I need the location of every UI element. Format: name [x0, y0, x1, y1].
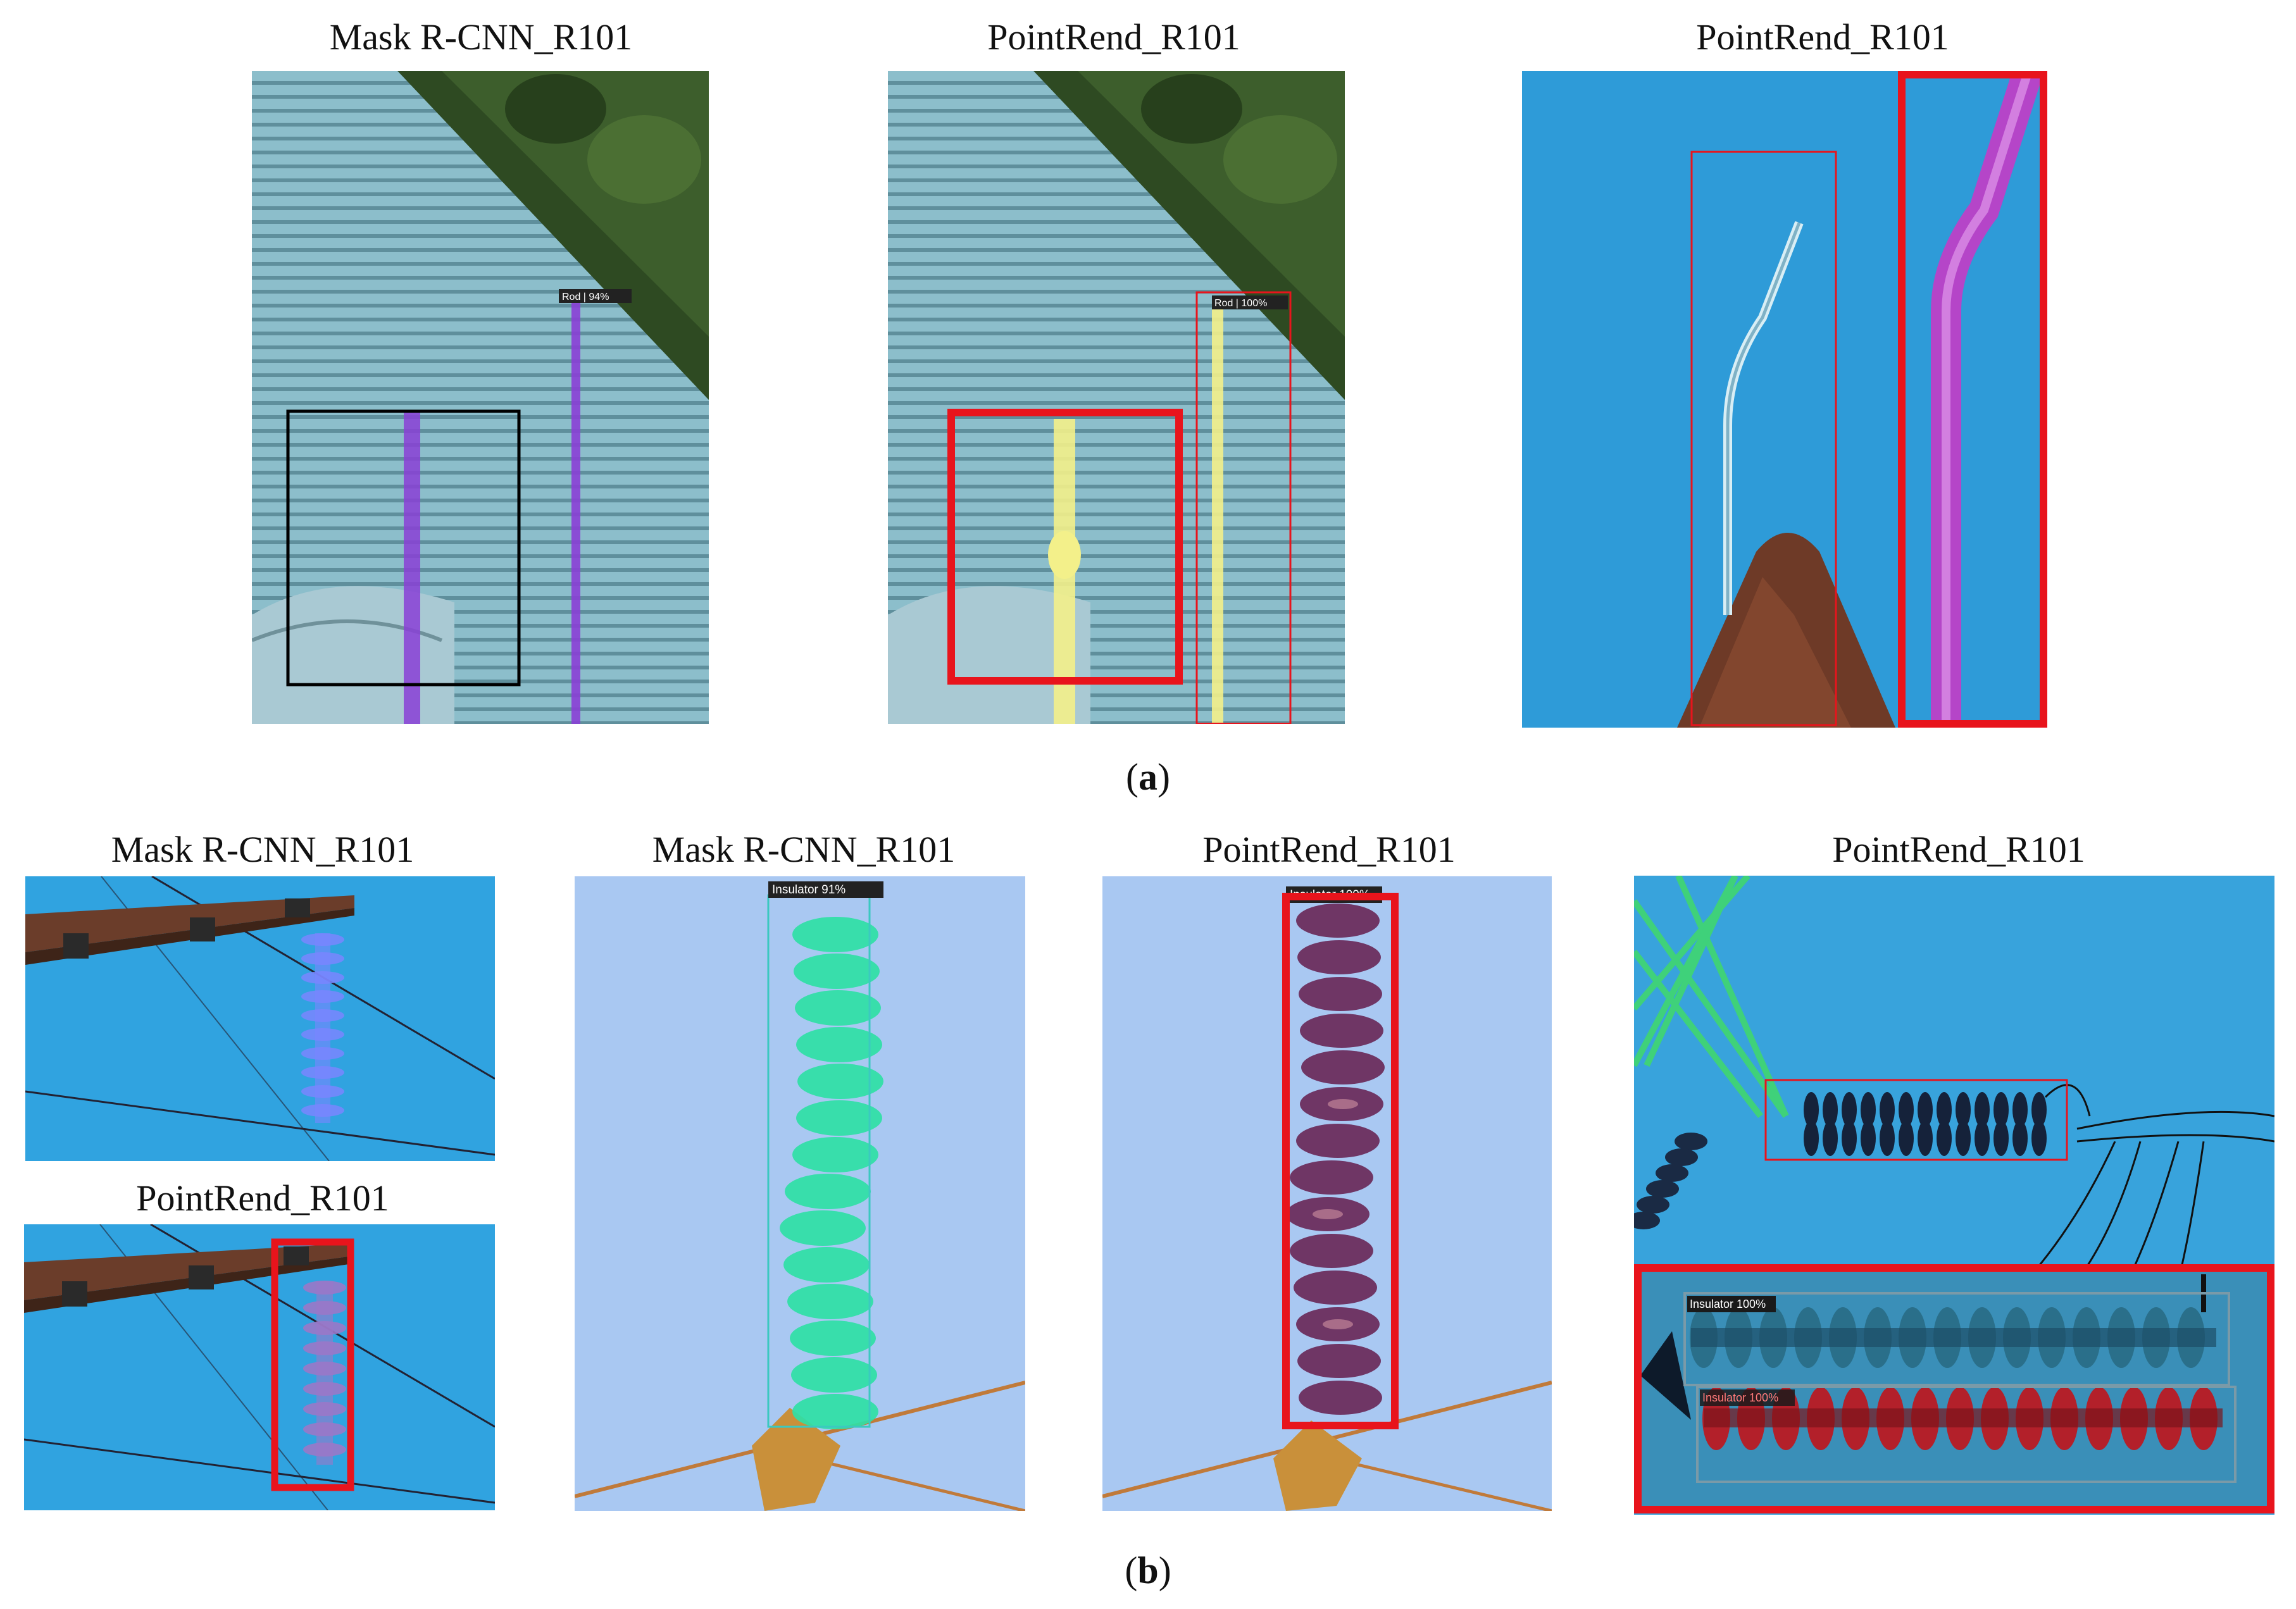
panel-b1-maskrcnn-insulator	[25, 876, 495, 1161]
panel-b5-pointrend-tower: Insulator 100% Insulator 100%	[1634, 876, 2274, 1515]
caption-b5: PointRend_R101	[1832, 829, 2085, 870]
detection-label: Rod | 94%	[562, 292, 609, 302]
subfigure-label-b: (b)	[1125, 1550, 1171, 1591]
subfigure-label-a: (a)	[1126, 756, 1170, 798]
caption-b2: PointRend_R101	[136, 1177, 389, 1219]
caption-a2: PointRend_R101	[987, 16, 1240, 58]
detection-label: Insulator 100%	[1690, 1298, 1766, 1310]
panel-a1-maskrcnn-rod: Rod | 94%	[252, 71, 709, 724]
detection-label: Insulator 100%	[1702, 1391, 1778, 1404]
panel-a3-pointrend-closeup	[1522, 71, 2047, 728]
caption-b4: PointRend_R101	[1202, 829, 1456, 870]
caption-a3: PointRend_R101	[1696, 16, 1949, 58]
panel-b4-pointrend-insulator-large: Insulator 100%	[1102, 876, 1552, 1511]
detection-label: Rod | 100%	[1214, 298, 1267, 309]
caption-b3: Mask R-CNN_R101	[652, 829, 956, 870]
panel-b2-pointrend-insulator	[24, 1224, 495, 1510]
panel-a2-pointrend-rod: Rod | 100%	[888, 71, 1345, 724]
panel-b3-maskrcnn-insulator-large: Insulator 91%	[575, 876, 1025, 1511]
caption-a1: Mask R-CNN_R101	[329, 16, 633, 58]
caption-b1: Mask R-CNN_R101	[111, 829, 415, 870]
detection-label: Insulator 91%	[772, 883, 845, 897]
